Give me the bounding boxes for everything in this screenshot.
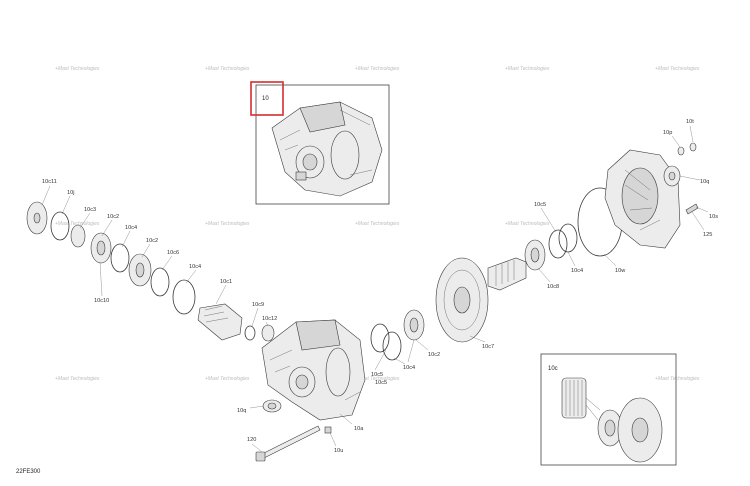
label-10c4-right: 10c4 bbox=[571, 268, 583, 274]
watermark: +Mast Technologies bbox=[505, 221, 550, 227]
label-10c7: 10c7 bbox=[482, 344, 494, 350]
watermark: +Mast Technologies bbox=[205, 66, 250, 72]
watermark: +Mast Technologies bbox=[55, 221, 100, 227]
watermarks: +Mast Technologies +Mast Technologies +M… bbox=[55, 66, 700, 382]
shaft-assembly-inset bbox=[561, 377, 663, 463]
middle-parts-stack bbox=[370, 309, 425, 361]
ring-gear bbox=[435, 257, 489, 343]
center-housing bbox=[261, 319, 366, 434]
leader-lines bbox=[41, 125, 709, 453]
label-10c4-low: 10c4 bbox=[403, 365, 415, 371]
label-10c5-left: 10c5 bbox=[371, 372, 383, 378]
label-10u: 10u bbox=[334, 448, 343, 454]
label-10c5-low: 10c5 bbox=[375, 380, 387, 386]
label-125: 125 bbox=[703, 232, 712, 238]
label-10c1: 10c1 bbox=[220, 279, 232, 285]
label-10c12: 10c12 bbox=[262, 316, 277, 322]
long-bolt bbox=[255, 425, 321, 462]
inset-assembly-top: 10 bbox=[250, 81, 390, 205]
label-10t: 10t bbox=[686, 119, 694, 125]
label-10p: 10p bbox=[663, 130, 672, 136]
watermark: +Mast Technologies bbox=[655, 376, 700, 382]
label-10q-top: 10q bbox=[700, 179, 709, 185]
label-10a: 10a bbox=[354, 426, 364, 432]
inset-frame-bottom bbox=[540, 353, 677, 466]
right-shaft bbox=[487, 187, 623, 291]
gearbox-assembly-top bbox=[271, 101, 383, 197]
watermark: +Mast Technologies bbox=[355, 221, 400, 227]
watermark: +Mast Technologies bbox=[505, 66, 550, 72]
inset-bottom-label: 10c bbox=[548, 366, 558, 372]
watermark: +Mast Technologies bbox=[355, 376, 400, 382]
diagram-code: 22FE300 bbox=[16, 469, 41, 475]
label-10c2-mid: 10c2 bbox=[146, 238, 158, 244]
callout-labels: 10c11 10j 10c3 10c2 10c4 10c2 10c6 10c4 … bbox=[42, 119, 718, 454]
label-10c3: 10c3 bbox=[84, 207, 96, 213]
left-parts-stack bbox=[26, 201, 196, 315]
inset-top-label: 10 bbox=[262, 96, 269, 102]
pinion-shaft bbox=[197, 303, 275, 342]
label-10w: 10w bbox=[615, 268, 626, 274]
inset-frame-top bbox=[255, 84, 390, 205]
watermark: +Mast Technologies bbox=[205, 221, 250, 227]
watermark: +Mast Technologies bbox=[55, 376, 100, 382]
inset-highlight-box bbox=[250, 81, 284, 116]
label-10c9: 10c9 bbox=[252, 302, 264, 308]
right-cover bbox=[604, 142, 699, 249]
label-10c4-left: 10c4 bbox=[125, 225, 137, 231]
label-10c2-left: 10c2 bbox=[107, 214, 119, 220]
label-10c5-right: 10c5 bbox=[534, 202, 546, 208]
label-10c10: 10c10 bbox=[94, 298, 109, 304]
label-10c8: 10c8 bbox=[547, 284, 559, 290]
label-10j: 10j bbox=[67, 190, 74, 196]
label-10c4-mid: 10c4 bbox=[189, 264, 201, 270]
label-10s: 10s bbox=[709, 214, 718, 220]
label-10q-low: 10q bbox=[237, 408, 246, 414]
watermark: +Mast Technologies bbox=[55, 66, 100, 72]
label-10c11: 10c11 bbox=[42, 179, 57, 185]
label-10c2-right: 10c2 bbox=[428, 352, 440, 358]
watermark: +Mast Technologies bbox=[655, 66, 700, 72]
label-120: 120 bbox=[247, 437, 256, 443]
inset-assembly-bottom: 10c bbox=[540, 353, 677, 466]
watermark: +Mast Technologies bbox=[355, 66, 400, 72]
label-10c6: 10c6 bbox=[167, 250, 179, 256]
watermark: +Mast Technologies bbox=[205, 376, 250, 382]
